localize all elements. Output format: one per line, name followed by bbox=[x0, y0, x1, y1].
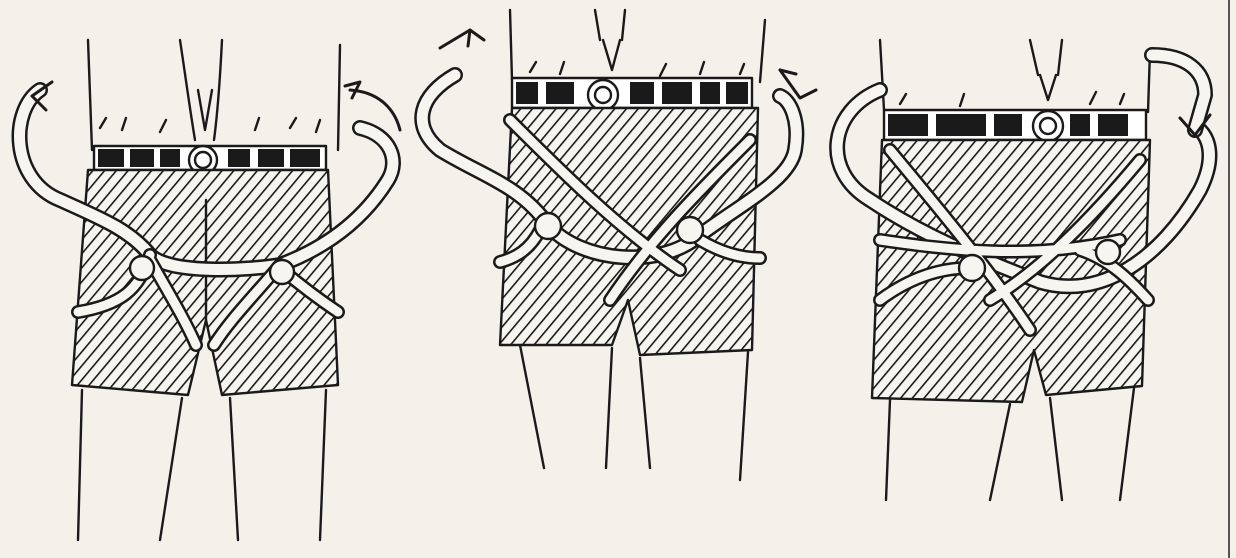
panel-step-2 bbox=[422, 10, 816, 480]
panel-step-1 bbox=[20, 40, 400, 540]
panel-step-3 bbox=[837, 40, 1210, 500]
